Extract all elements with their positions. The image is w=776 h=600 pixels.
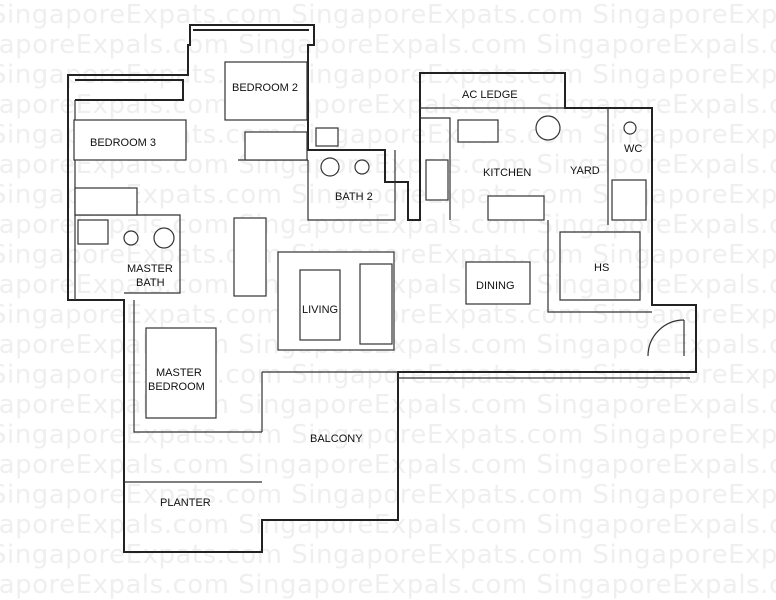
label-master-bath-1: MASTER bbox=[127, 263, 173, 275]
kitchen-sink bbox=[457, 119, 499, 143]
master-bath-toilet bbox=[123, 230, 139, 246]
sofa bbox=[359, 263, 393, 345]
outer-walls bbox=[67, 24, 697, 553]
label-master-bedroom-1: MASTER bbox=[156, 367, 202, 379]
furniture bbox=[73, 61, 685, 419]
fridge bbox=[425, 159, 449, 201]
yard-sink bbox=[611, 179, 647, 221]
bath2-toilet bbox=[354, 159, 370, 175]
label-bath-2: BATH 2 bbox=[335, 191, 373, 203]
label-balcony: BALCONY bbox=[310, 433, 363, 445]
bath2-shower bbox=[315, 127, 339, 147]
bath2-basin bbox=[320, 157, 340, 177]
master-bed bbox=[145, 327, 217, 419]
bed-3 bbox=[73, 119, 187, 161]
wardrobe-2 bbox=[244, 131, 308, 161]
master-bath-shower bbox=[77, 219, 109, 245]
bed-2 bbox=[224, 61, 308, 121]
main-door-swing bbox=[647, 319, 685, 357]
label-bedroom-2: BEDROOM 2 bbox=[232, 82, 298, 94]
label-master-bath-2: BATH bbox=[136, 277, 165, 289]
label-living: LIVING bbox=[302, 304, 338, 316]
label-master-bedroom-2: BEDROOM bbox=[148, 381, 205, 393]
label-dining: DINING bbox=[476, 280, 515, 292]
master-bath-basin bbox=[153, 227, 175, 249]
wardrobe-3 bbox=[74, 187, 138, 216]
interior-walls bbox=[74, 100, 690, 483]
washing-machine bbox=[535, 115, 561, 141]
label-kitchen: KITCHEN bbox=[483, 167, 531, 179]
stove bbox=[487, 195, 545, 221]
label-planter: PLANTER bbox=[160, 497, 211, 509]
label-bedroom-3: BEDROOM 3 bbox=[90, 137, 156, 149]
dining-table bbox=[465, 261, 531, 305]
wc-toilet bbox=[623, 121, 637, 135]
label-hs: HS bbox=[594, 262, 609, 274]
room-labels: BEDROOM 2 BEDROOM 3 BATH 2 AC LEDGE KITC… bbox=[90, 82, 642, 509]
label-wc: WC bbox=[624, 143, 642, 155]
label-yard: YARD bbox=[570, 165, 600, 177]
coffee-table bbox=[299, 269, 341, 341]
wardrobe-master bbox=[233, 217, 267, 297]
label-ac-ledge: AC LEDGE bbox=[462, 89, 518, 101]
